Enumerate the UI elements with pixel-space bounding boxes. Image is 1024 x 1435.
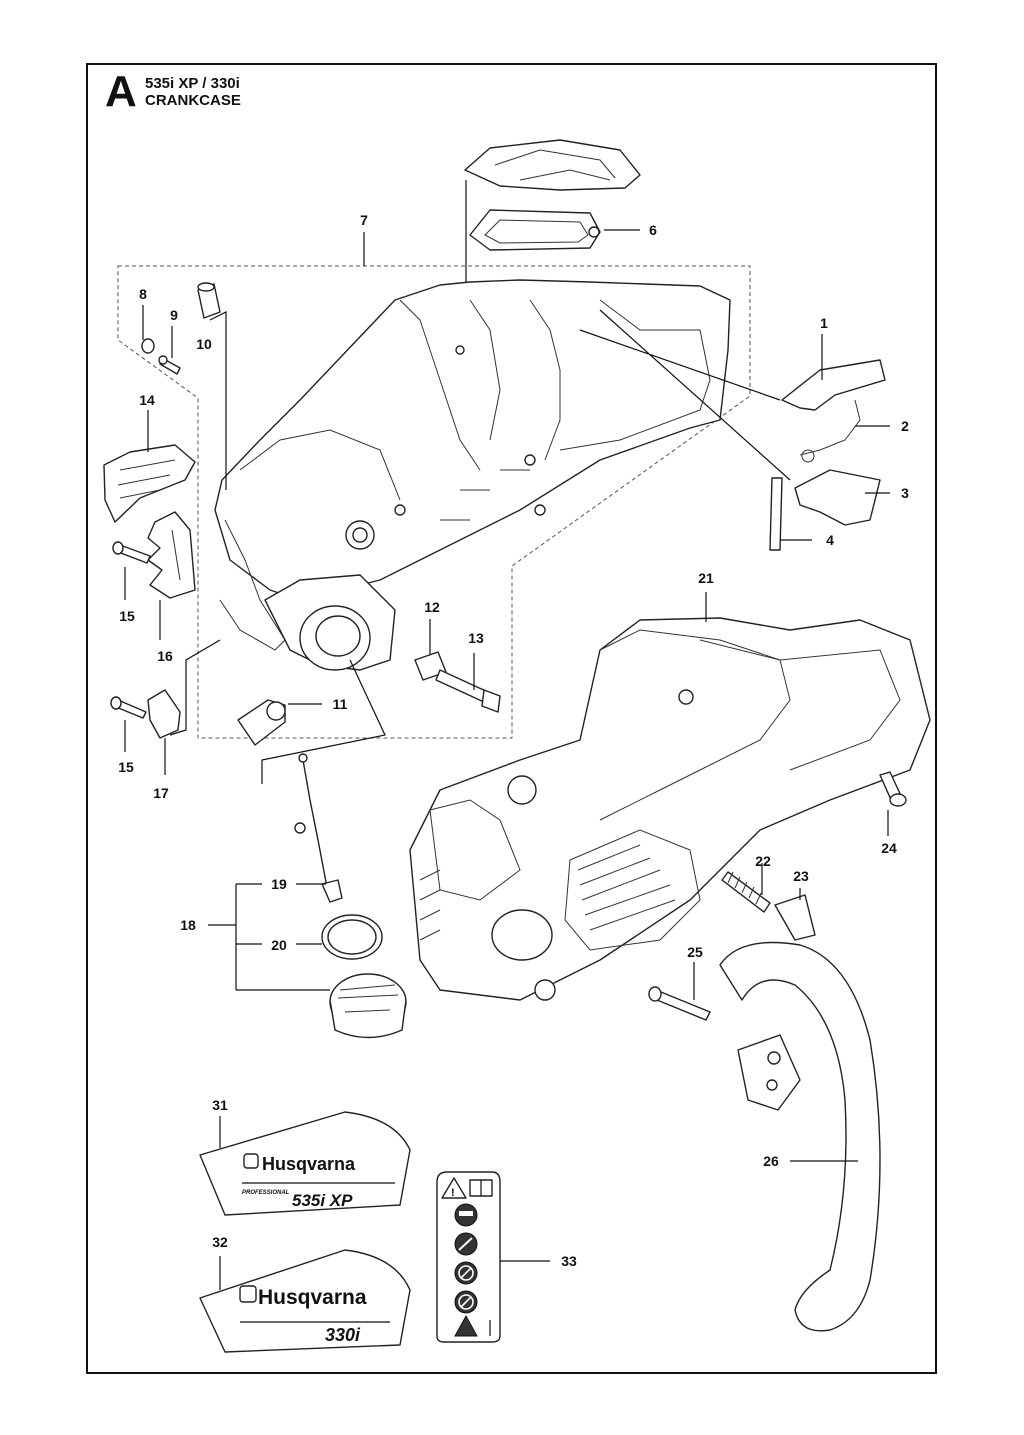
kickback-icon bbox=[454, 1232, 478, 1256]
no-chain-touch-icon bbox=[454, 1290, 478, 1314]
part-19-filter-hose bbox=[302, 759, 337, 897]
callout-15-lower: 15 bbox=[118, 759, 134, 775]
callout-22: 22 bbox=[755, 853, 771, 869]
decal-31-brand-text: Husqvarna bbox=[262, 1154, 356, 1174]
callout-16: 16 bbox=[157, 648, 173, 664]
part-10-sleeve bbox=[197, 282, 221, 319]
callout-24: 24 bbox=[881, 840, 897, 856]
part-6-gasket bbox=[469, 209, 601, 251]
model-title: 535i XP / 330i bbox=[145, 75, 240, 92]
callout-9: 9 bbox=[170, 307, 178, 323]
callout-3: 3 bbox=[901, 485, 909, 501]
callout-20: 20 bbox=[271, 937, 287, 953]
svg-text:!: ! bbox=[451, 1187, 455, 1199]
one-hand-prohibited-icon bbox=[454, 1261, 478, 1285]
callout-labels: 1 2 3 4 6 7 8 9 10 11 12 13 14 15 15 16 … bbox=[118, 212, 909, 1269]
assembly-7-dashed-outline bbox=[117, 265, 751, 739]
callout-25: 25 bbox=[687, 944, 703, 960]
part-2-spring-wire bbox=[799, 399, 861, 463]
part-25-screw bbox=[648, 986, 711, 1021]
part-3-lever bbox=[794, 469, 881, 526]
crankcase-part bbox=[214, 279, 731, 671]
callout-26: 26 bbox=[763, 1153, 779, 1169]
callout-23: 23 bbox=[793, 868, 809, 884]
callout-33: 33 bbox=[561, 1253, 577, 1269]
part-15-screw-upper bbox=[112, 541, 151, 564]
callout-31: 31 bbox=[212, 1097, 228, 1113]
callout-8: 8 bbox=[139, 286, 147, 302]
callout-12: 12 bbox=[424, 599, 440, 615]
callout-10: 10 bbox=[196, 336, 212, 352]
callout-7: 7 bbox=[360, 212, 368, 228]
callout-18: 18 bbox=[180, 917, 196, 933]
part-24-screw bbox=[879, 771, 907, 807]
part-9-screw bbox=[158, 355, 181, 375]
part-13-bolt bbox=[435, 669, 501, 713]
decal-31-535i-xp: Husqvarna PROFESSIONAL 535i XP bbox=[199, 1111, 411, 1216]
leader-lines bbox=[124, 180, 890, 1290]
part-15-screw-lower bbox=[110, 696, 147, 719]
callout-14: 14 bbox=[139, 392, 155, 408]
part-21-handle-housing bbox=[409, 617, 931, 1001]
part-1-cover bbox=[781, 359, 886, 411]
decal-31-prefix-text: PROFESSIONAL bbox=[242, 1190, 290, 1196]
assembly-title: CRANKCASE bbox=[145, 92, 241, 109]
part-22-spring bbox=[721, 871, 771, 913]
ear-eye-protection-icon bbox=[454, 1203, 478, 1227]
fire-hazard-icon bbox=[454, 1314, 478, 1337]
page-frame bbox=[86, 63, 937, 1374]
decal-32-brand-text: Husqvarna bbox=[258, 1286, 367, 1309]
callout-11: 11 bbox=[333, 696, 348, 712]
part-11-fuel-spigot bbox=[237, 699, 286, 746]
fuel-cap-part bbox=[329, 973, 407, 1039]
callout-15-upper: 15 bbox=[119, 608, 135, 624]
decal-31-model-text: 535i XP bbox=[292, 1191, 353, 1210]
warning-triangle-icon: ! bbox=[441, 1177, 467, 1199]
part-4-rod bbox=[769, 477, 783, 551]
part-16-bumper-spike bbox=[147, 511, 196, 599]
callout-17: 17 bbox=[153, 785, 169, 801]
callout-1: 1 bbox=[820, 315, 828, 331]
callout-4: 4 bbox=[826, 532, 834, 548]
callout-19: 19 bbox=[271, 876, 287, 892]
part-8-washer bbox=[141, 338, 155, 354]
part-14-guide-plate bbox=[103, 444, 196, 523]
part-26-front-handle bbox=[719, 941, 881, 1332]
callout-2: 2 bbox=[901, 418, 909, 434]
manual-book-icon bbox=[469, 1179, 493, 1197]
top-cover-part bbox=[464, 139, 641, 191]
callout-13: 13 bbox=[468, 630, 484, 646]
decal-32-330i: Husqvarna 330i bbox=[199, 1249, 411, 1353]
part-17-chain-catcher bbox=[147, 689, 181, 739]
decal-33-warning-label: ! bbox=[436, 1171, 501, 1343]
callout-21: 21 bbox=[698, 570, 714, 586]
decal-32-model-text: 330i bbox=[325, 1325, 361, 1345]
part-23-knob bbox=[774, 894, 816, 941]
part-20-seal-ring bbox=[321, 914, 383, 960]
callout-32: 32 bbox=[212, 1234, 228, 1250]
callout-6: 6 bbox=[649, 222, 657, 238]
section-letter: A bbox=[105, 67, 137, 116]
